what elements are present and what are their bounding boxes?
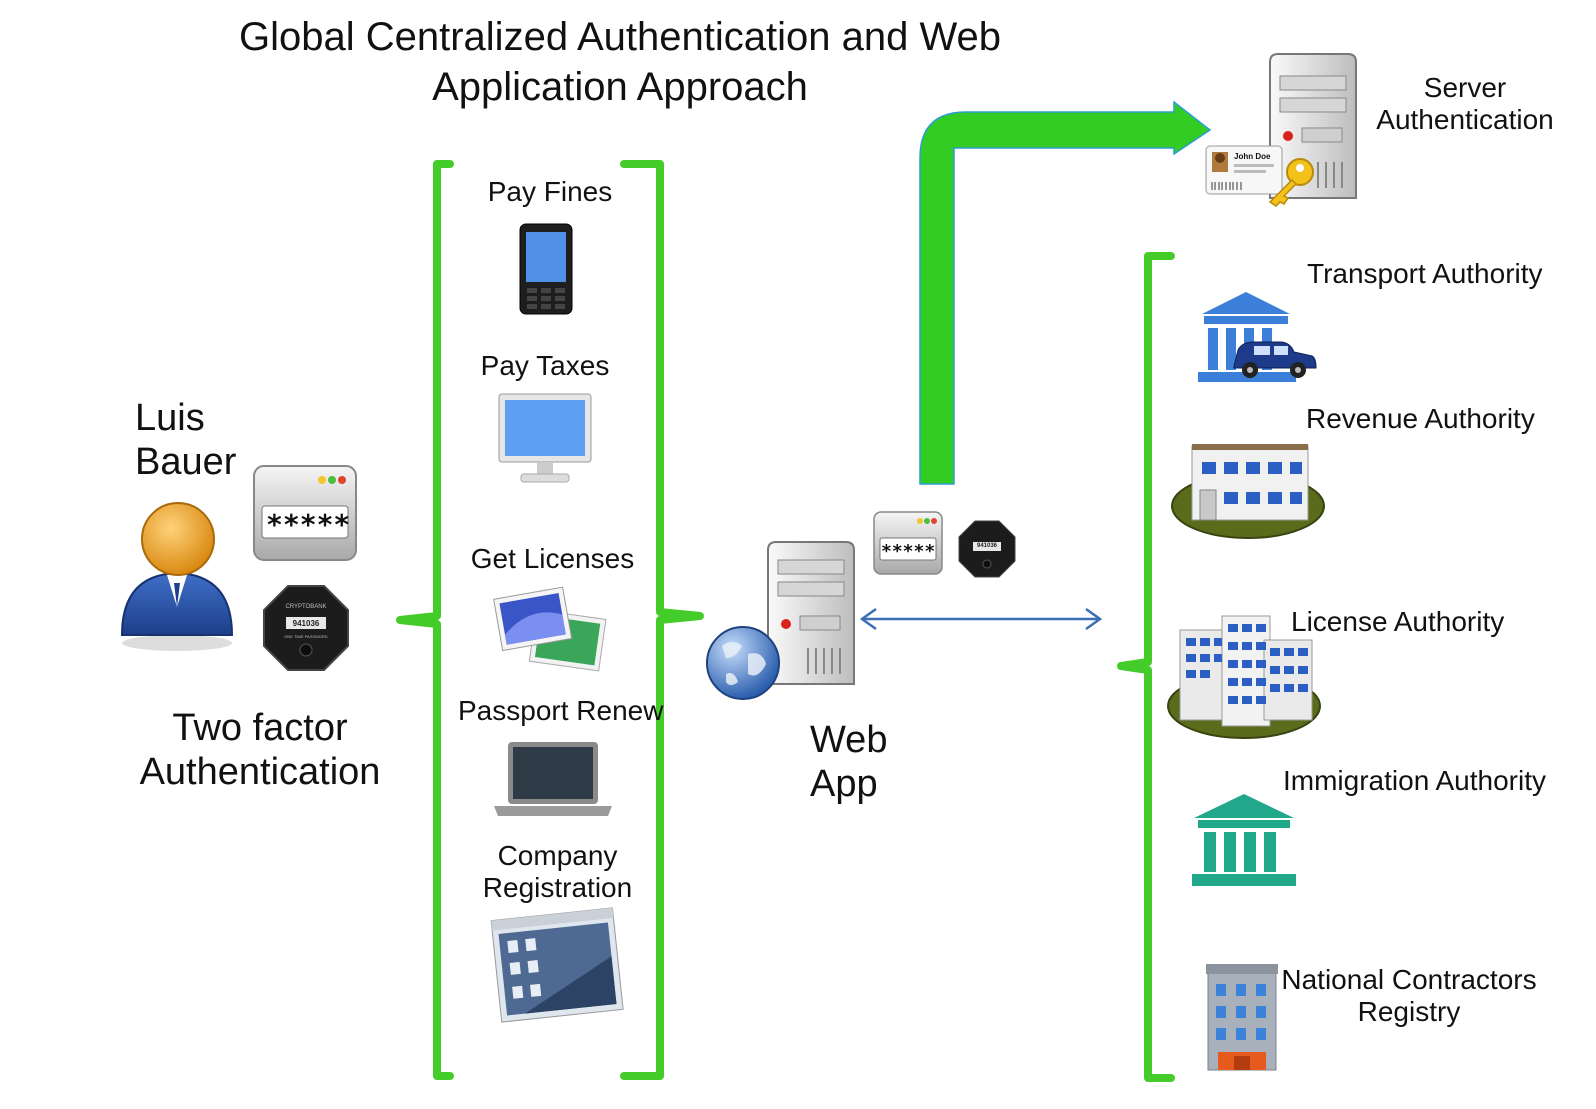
globe-icon [706, 626, 780, 700]
web-app-password-window-icon [873, 511, 943, 575]
two-factor-line-1: Two factor [172, 707, 348, 749]
token-caption: ONE TIME PASSWORD [284, 634, 328, 639]
diagram-title: Global Centralized Authentication and We… [190, 12, 1050, 112]
picture-frames-icon [493, 586, 607, 672]
authority-label-contractors-line-1: National Contractors [1281, 964, 1537, 995]
web-app-label-line-1: Web [810, 719, 888, 761]
web-app-password-mask: ***** [881, 541, 936, 562]
id-card-icon [1205, 145, 1283, 195]
desktop-monitor-icon [498, 393, 592, 483]
authority-label-immigration: Immigration Authority [1283, 765, 1546, 796]
web-app-token-code: 941036 [976, 543, 998, 549]
server-authentication-line-1: Server [1423, 72, 1507, 103]
services-open-brace [396, 160, 454, 1080]
authority-label-contractors-line-2: Registry [1357, 996, 1461, 1027]
two-factor-label: Two factor Authentication [110, 706, 410, 794]
user-name: Luis Bauer [135, 396, 236, 484]
service-label-get-licenses: Get Licenses [470, 543, 635, 574]
green-bent-arrow [919, 100, 1212, 485]
tower-building-icon [1206, 964, 1278, 1071]
authority-label-contractors: National Contractors Registry [1276, 964, 1542, 1028]
user-name-line-1: Luis [135, 397, 205, 439]
services-close-brace [620, 160, 704, 1080]
authorities-open-brace [1117, 252, 1175, 1082]
service-label-company-registration-line-1: Company [497, 840, 618, 871]
web-app-label: Web App [810, 718, 887, 806]
office-building-icon [1171, 444, 1325, 539]
key-icon [1268, 158, 1314, 207]
authority-label-license: License Authority [1291, 606, 1505, 637]
title-line-2: Application Approach [432, 65, 808, 109]
window-screenshot-icon [490, 907, 624, 1023]
token-brand: CRYPTOBANK [285, 604, 327, 610]
double-headed-arrow [859, 607, 1103, 631]
authority-label-revenue: Revenue Authority [1306, 403, 1535, 434]
token-code: 941036 [292, 619, 320, 628]
service-label-company-registration-line-2: Registration [482, 872, 633, 903]
user-avatar-icon [120, 502, 234, 651]
mobile-phone-icon [519, 223, 573, 315]
laptop-icon [494, 742, 612, 816]
password-window-icon [253, 465, 357, 561]
user-name-line-2: Bauer [135, 441, 237, 483]
server-authentication-label: Server Authentication [1370, 72, 1560, 136]
password-mask: ***** [266, 508, 351, 541]
service-label-passport-renew: Passport Renew [458, 695, 664, 726]
building-cluster-icon [1167, 615, 1321, 739]
title-line-1: Global Centralized Authentication and We… [239, 15, 1001, 59]
service-label-pay-fines: Pay Fines [487, 176, 613, 207]
two-factor-line-2: Authentication [139, 751, 381, 793]
web-app-server-icon [767, 541, 855, 685]
museum-car-icon [1198, 292, 1317, 382]
authority-label-transport: Transport Authority [1307, 258, 1543, 289]
web-app-label-line-2: App [810, 763, 878, 805]
service-label-company-registration: Company Registration [460, 840, 655, 904]
server-authentication-line-2: Authentication [1376, 104, 1554, 135]
id-card-name: John Doe [1234, 152, 1271, 161]
otp-token-icon [263, 585, 349, 671]
government-building-icon [1192, 794, 1296, 886]
service-label-pay-taxes: Pay Taxes [480, 350, 610, 381]
web-app-otp-token-icon [958, 520, 1016, 578]
